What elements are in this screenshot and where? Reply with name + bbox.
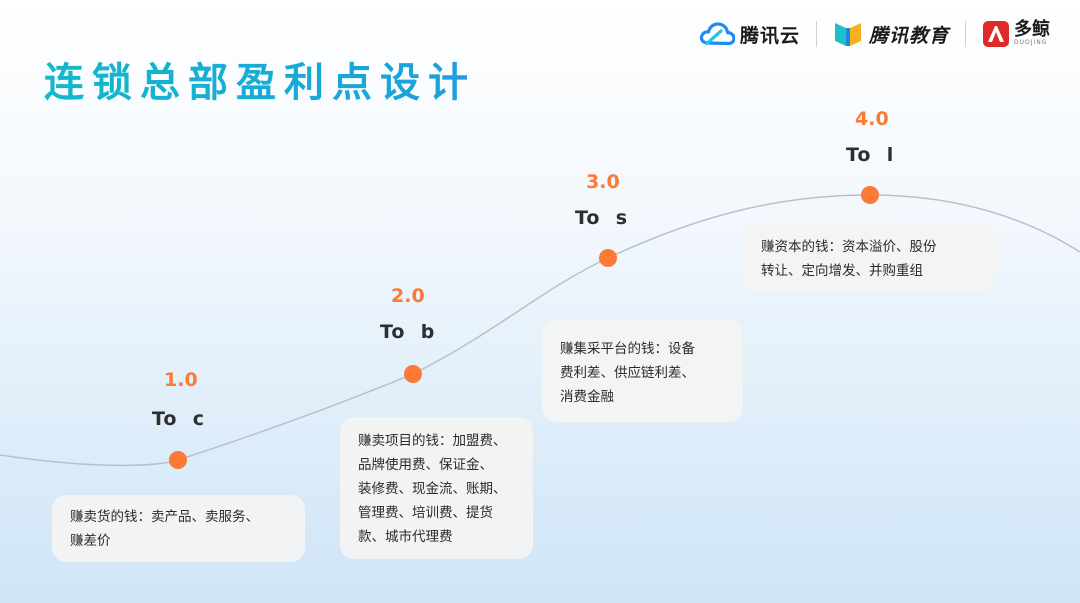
tencent-edu-text: 腾讯教育	[868, 24, 949, 47]
stage-4-dot	[861, 186, 879, 204]
stage-2-version: 2.0	[391, 285, 425, 307]
stage-3-line: 消费金融	[560, 389, 614, 405]
tencent-cloud-logo: 腾讯云	[699, 21, 800, 48]
stage-4-version: 4.0	[855, 108, 889, 130]
stage-4-description: 赚资本的钱：资本溢价、股份 转让、定向增发、并购重组	[743, 225, 996, 292]
stage-2-dot	[404, 365, 422, 383]
stage-4-line: 转让、定向增发、并购重组	[761, 263, 923, 279]
tencent-cloud-text: 腾讯云	[739, 24, 800, 47]
stage-3-line: 费利差、供应链利差、	[560, 365, 695, 381]
stage-2-line: 品牌使用费、保证金、	[358, 457, 493, 473]
stage-2-label: To b	[380, 321, 436, 343]
stage-3-description: 赚集采平台的钱：设备 费利差、供应链利差、 消费金融	[542, 320, 743, 422]
cloud-icon	[699, 22, 735, 46]
stage-3-version: 3.0	[586, 171, 620, 193]
stage-2-line: 装修费、现金流、账期、	[358, 481, 507, 497]
logo-divider	[815, 21, 817, 47]
duojing-logo: 多鲸 DUOJING	[982, 20, 1050, 48]
stage-1-line: 赚差价	[70, 533, 111, 549]
stage-2-line: 管理费、培训费、提货	[358, 505, 493, 521]
stage-1-line: 赚卖货的钱：卖产品、卖服务、	[70, 509, 259, 525]
stage-2-line: 款、城市代理费	[358, 529, 453, 545]
logo-bar: 腾讯云 腾讯教育 多鲸 DUOJING	[699, 14, 1050, 54]
stage-3-line: 赚集采平台的钱：设备	[560, 341, 695, 357]
stage-3-dot	[599, 249, 617, 267]
stage-1-description: 赚卖货的钱：卖产品、卖服务、 赚差价	[52, 495, 305, 562]
stage-1-label: To c	[152, 408, 205, 430]
tencent-edu-icon	[834, 23, 861, 46]
stage-4-label: To l	[846, 144, 895, 166]
stage-2-line: 赚卖项目的钱：加盟费、	[358, 433, 507, 449]
stage-1-version: 1.0	[164, 369, 198, 391]
duojing-subtext: DUOJING	[1014, 39, 1048, 46]
stage-1-dot	[169, 451, 187, 469]
stage-3-label: To s	[575, 207, 629, 229]
logo-divider	[965, 21, 966, 47]
stage-2-description: 赚卖项目的钱：加盟费、 品牌使用费、保证金、 装修费、现金流、账期、 管理费、培…	[340, 417, 533, 559]
duojing-text: 多鲸	[1014, 19, 1050, 40]
tencent-edu-logo: 腾讯教育	[833, 20, 949, 48]
page-title: 连锁总部盈利点设计	[44, 50, 476, 108]
stage-4-line: 赚资本的钱：资本溢价、股份	[761, 239, 937, 255]
duojing-wordmark: 多鲸 DUOJING	[1014, 21, 1050, 47]
duojing-icon	[983, 21, 1009, 47]
